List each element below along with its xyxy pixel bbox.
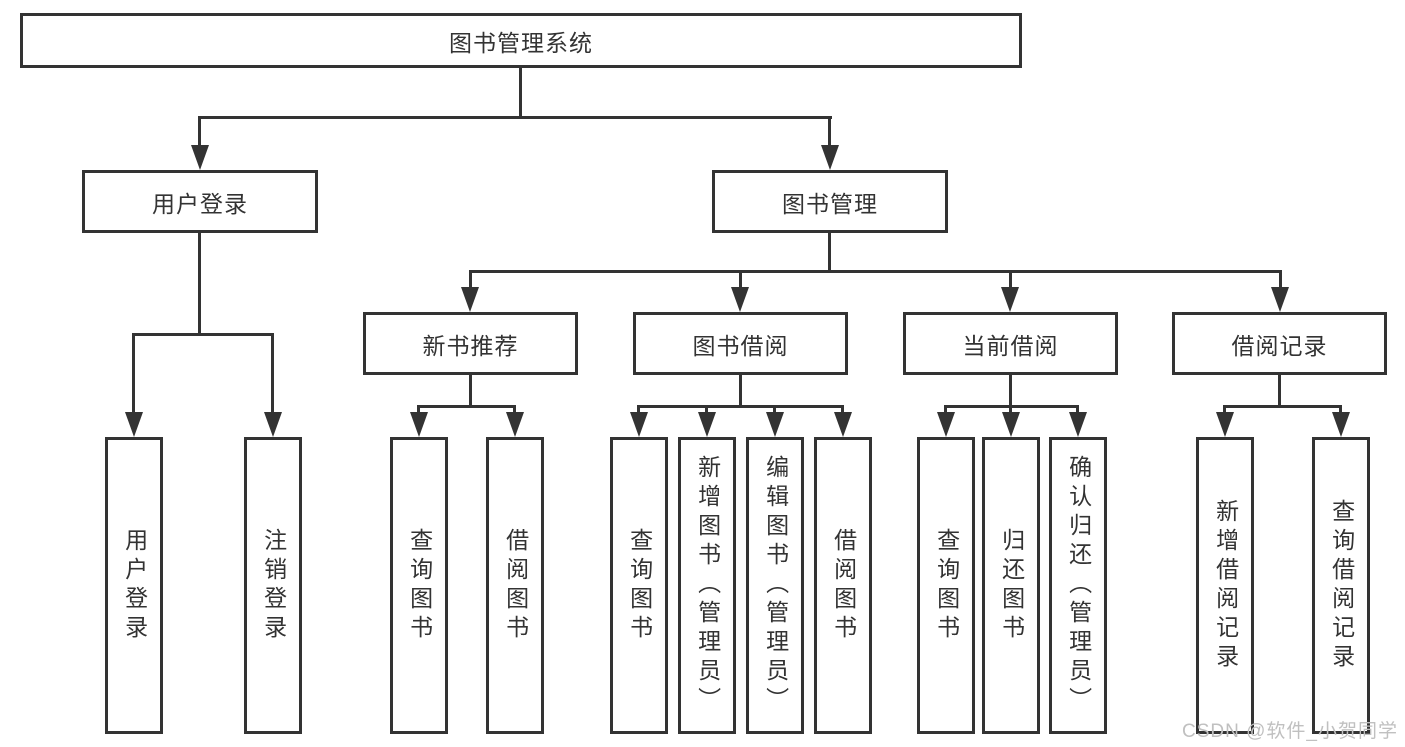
leaf-query-books-1: 查询图书 [390, 437, 448, 734]
arrow-down-icon [264, 412, 282, 437]
arrow-down-icon [1001, 287, 1019, 312]
arrow-down-icon [766, 412, 784, 437]
leaf-edit-books-admin: 编辑图书（管理员） [746, 437, 804, 734]
csdn-watermark: CSDN @软件_小贺同学 [1182, 721, 1398, 742]
node-book-borrow-label: 图书借阅 [692, 332, 789, 359]
arrow-down-icon [461, 287, 479, 312]
connector-current-borrow-stem [1009, 375, 1012, 408]
connector-book-mgmt-crossbar [469, 270, 1282, 273]
node-root: 图书管理系统 [20, 13, 1022, 68]
arrow-down-icon [1271, 287, 1289, 312]
arrow-down-icon [834, 412, 852, 437]
connector-book-borrow-drop [637, 405, 640, 415]
arrow-down-icon [937, 412, 955, 437]
leaf-query-books-3: 查询图书 [917, 437, 975, 734]
leaf-add-books-admin-label: 新增图书（管理员） [694, 455, 721, 716]
connector-borrow-records-crossbar [1223, 405, 1342, 408]
node-borrow-records: 借阅记录 [1172, 312, 1387, 375]
node-new-book-recommend: 新书推荐 [363, 312, 578, 375]
arrow-down-icon [191, 145, 209, 170]
arrow-down-icon [1002, 412, 1020, 437]
node-current-borrow: 当前借阅 [903, 312, 1118, 375]
connector-book-mgmt-drop [739, 270, 742, 290]
leaf-user-login-label: 用户登录 [121, 527, 148, 644]
node-user-login-branch-label: 用户登录 [152, 190, 248, 217]
connector-book-borrow-drop [773, 405, 776, 415]
connector-book-borrow-drop [705, 405, 708, 415]
arrow-down-icon [506, 412, 524, 437]
node-user-login-branch: 用户登录 [82, 170, 318, 233]
connector-root-left-drop [198, 116, 201, 148]
connector-book-borrow-stem [739, 375, 742, 408]
arrow-down-icon [731, 287, 749, 312]
leaf-query-books-3-label: 查询图书 [933, 527, 960, 644]
leaf-add-books-admin: 新增图书（管理员） [678, 437, 736, 734]
connector-book-mgmt-stem [828, 233, 831, 273]
connector-current-borrow-drop [1076, 405, 1079, 415]
leaf-confirm-return-admin: 确认归还（管理员） [1049, 437, 1107, 734]
leaf-query-borrow-record-label: 查询借阅记录 [1328, 498, 1355, 673]
connector-root-right-drop [828, 116, 831, 148]
connector-book-mgmt-drop [469, 270, 472, 290]
leaf-borrow-books-1: 借阅图书 [486, 437, 544, 734]
connector-new-book-drop [513, 405, 516, 415]
leaf-query-books-2: 查询图书 [610, 437, 668, 734]
leaf-edit-books-admin-label: 编辑图书（管理员） [762, 455, 789, 716]
leaf-borrow-books-2: 借阅图书 [814, 437, 872, 734]
node-borrow-records-label: 借阅记录 [1231, 332, 1328, 359]
leaf-logout: 注销登录 [244, 437, 302, 734]
connector-book-borrow-drop [841, 405, 844, 415]
arrow-down-icon [698, 412, 716, 437]
arrow-down-icon [821, 145, 839, 170]
leaf-user-login: 用户登录 [105, 437, 163, 734]
leaf-borrow-books-1-label: 借阅图书 [502, 527, 529, 644]
leaf-logout-label: 注销登录 [260, 527, 287, 644]
leaf-query-books-2-label: 查询图书 [626, 527, 653, 644]
arrow-down-icon [1332, 412, 1350, 437]
leaf-confirm-return-admin-label: 确认归还（管理员） [1065, 455, 1092, 716]
connector-book-mgmt-drop [1009, 270, 1012, 290]
connector-user-login-drop [271, 333, 274, 415]
leaf-return-books: 归还图书 [982, 437, 1040, 734]
arrow-down-icon [630, 412, 648, 437]
leaf-query-borrow-record: 查询借阅记录 [1312, 437, 1370, 734]
node-current-borrow-label: 当前借阅 [962, 332, 1059, 359]
arrow-down-icon [125, 412, 143, 437]
connector-user-login-crossbar [132, 333, 274, 336]
leaf-add-borrow-record-label: 新增借阅记录 [1212, 498, 1239, 673]
connector-new-book-stem [469, 375, 472, 408]
arrow-down-icon [1216, 412, 1234, 437]
node-book-management-branch-label: 图书管理 [782, 190, 878, 217]
connector-new-book-crossbar [417, 405, 516, 408]
connector-root-stem [519, 68, 522, 118]
leaf-add-borrow-record: 新增借阅记录 [1196, 437, 1254, 734]
connector-current-borrow-drop [944, 405, 947, 415]
connector-user-login-drop [132, 333, 135, 415]
connector-book-borrow-crossbar [637, 405, 844, 408]
leaf-borrow-books-2-label: 借阅图书 [830, 527, 857, 644]
node-book-management-branch: 图书管理 [712, 170, 948, 233]
leaf-query-books-1-label: 查询图书 [406, 527, 433, 644]
connector-new-book-drop [417, 405, 420, 415]
connector-book-mgmt-drop [1279, 270, 1282, 290]
arrow-down-icon [410, 412, 428, 437]
connector-current-borrow-drop [1009, 405, 1012, 415]
leaf-return-books-label: 归还图书 [998, 527, 1025, 644]
connector-borrow-records-stem [1278, 375, 1281, 408]
node-book-borrow: 图书借阅 [633, 312, 848, 375]
node-new-book-recommend-label: 新书推荐 [422, 332, 519, 359]
connector-borrow-records-drop [1223, 405, 1226, 415]
connector-user-login-stem [198, 233, 201, 335]
arrow-down-icon [1069, 412, 1087, 437]
node-root-label: 图书管理系统 [449, 29, 593, 56]
connector-root-crossbar [199, 116, 832, 119]
connector-borrow-records-drop [1339, 405, 1342, 415]
